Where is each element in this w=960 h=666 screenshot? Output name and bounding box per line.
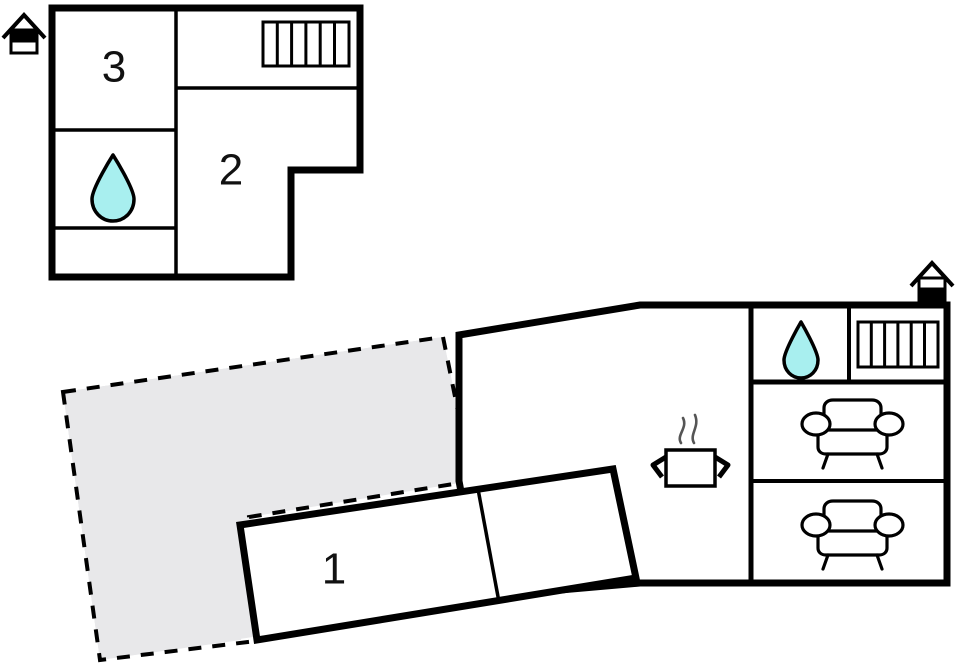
room-label-2: 2	[219, 146, 243, 195]
room-1-outline	[236, 465, 641, 645]
terrace-area-fill-3	[63, 337, 460, 660]
cooking-pot-icon	[650, 413, 731, 488]
water-drop-icon	[90, 153, 136, 223]
ground-level-plan: 1	[60, 301, 951, 663]
upper-level-plan: 3 2	[48, 4, 364, 281]
sofa-icon	[800, 499, 905, 571]
staircase-icon	[856, 320, 940, 369]
water-drop-icon	[782, 320, 820, 380]
room-label-3: 3	[102, 43, 126, 92]
sofa-icon	[800, 398, 905, 470]
house-upper-icon	[1, 12, 47, 55]
staircase-icon	[261, 20, 351, 68]
terrace-dashed-outline	[60, 334, 475, 663]
house-ground-icon	[909, 260, 955, 303]
room-label-1: 1	[322, 545, 346, 594]
ground-interior-wall-angled	[476, 488, 501, 603]
